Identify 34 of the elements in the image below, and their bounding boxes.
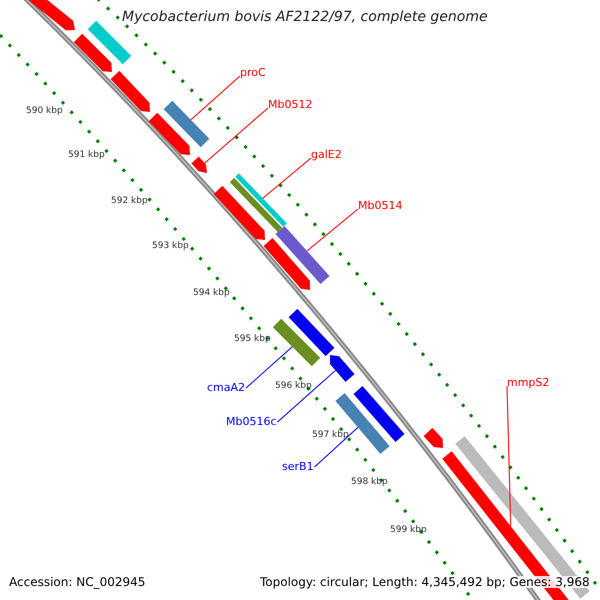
gene-feature <box>330 355 354 382</box>
scale-label: 594 kbp <box>193 289 230 298</box>
scale-label: 593 kbp <box>152 242 189 251</box>
gene-feature <box>164 100 210 148</box>
gene-label: proC <box>240 67 266 78</box>
gene-label: mmpS2 <box>507 377 550 388</box>
gene-feature <box>272 318 320 366</box>
scale-label: 596 kbp <box>275 382 312 391</box>
scale-label: 599 kbp <box>390 526 427 535</box>
scale-label: 592 kbp <box>111 197 148 206</box>
leader-line <box>306 208 358 252</box>
leader-line <box>262 158 312 199</box>
leader-line <box>314 426 358 468</box>
gene-label: galE2 <box>311 149 342 160</box>
gene-feature <box>191 156 207 173</box>
gene-label: Mb0516c <box>226 416 277 427</box>
leader-line <box>190 76 240 120</box>
gene-label: Mb0514 <box>358 200 402 211</box>
gene-feature <box>235 173 287 227</box>
leader-line <box>204 108 268 164</box>
info-text: Accession: NC_002945 <box>9 576 146 588</box>
gene-feature <box>276 226 330 284</box>
leader-line <box>277 370 336 422</box>
gene-label: Mb0512 <box>268 99 312 110</box>
leader-line <box>506 386 512 527</box>
leader-line <box>246 346 293 388</box>
scale-label: 590 kbp <box>26 107 63 116</box>
scale-label: 598 kbp <box>351 478 388 487</box>
title: Mycobacterium bovis AF2122/97, complete genome <box>122 10 488 24</box>
gene-label: cmaA2 <box>207 382 246 393</box>
gene-label: serB1 <box>282 461 314 472</box>
info-text: Topology: circular; Length: 4,345,492 bp; Genes: 3,968 <box>260 576 590 588</box>
scale-label: 591 kbp <box>68 151 105 160</box>
scale-label: 597 kbp <box>312 431 349 440</box>
